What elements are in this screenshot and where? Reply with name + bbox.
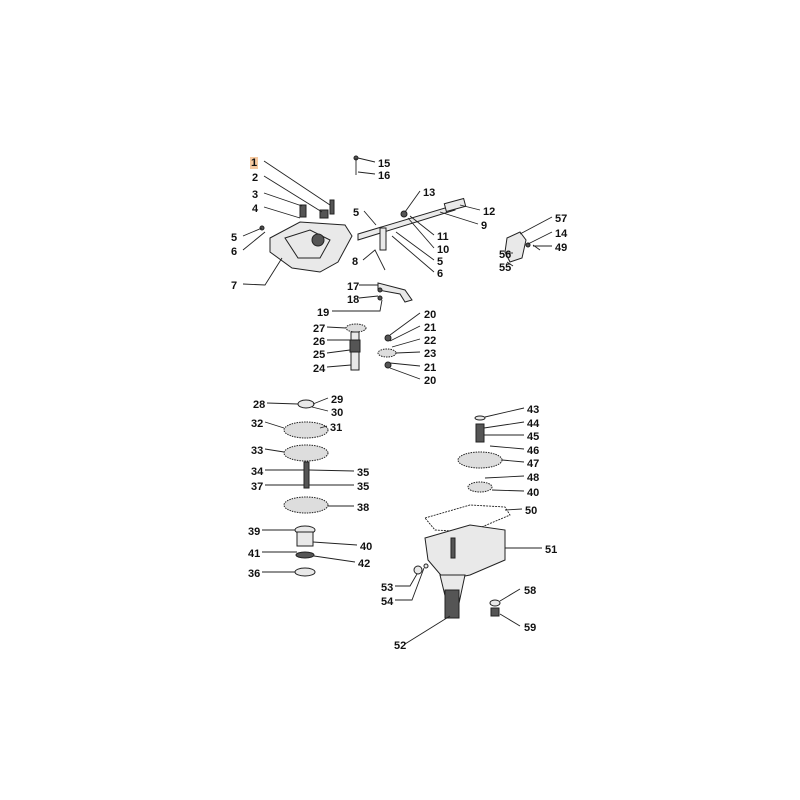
callout-12[interactable]: 12 bbox=[483, 206, 496, 218]
callout-34[interactable]: 34 bbox=[251, 466, 264, 478]
callout-42[interactable]: 42 bbox=[358, 558, 371, 570]
right-gear-stack-part bbox=[457, 415, 503, 493]
callout-52[interactable]: 52 bbox=[394, 640, 407, 652]
callout-43[interactable]: 43 bbox=[527, 404, 540, 416]
callout-40[interactable]: 40 bbox=[360, 541, 373, 553]
callout-21[interactable]: 21 bbox=[424, 322, 437, 334]
callout-44[interactable]: 44 bbox=[527, 418, 540, 430]
callout-13[interactable]: 13 bbox=[423, 187, 436, 199]
callout-45[interactable]: 45 bbox=[527, 431, 540, 443]
shaft-assembly-part bbox=[345, 323, 367, 371]
callout-20[interactable]: 20 bbox=[424, 309, 437, 321]
callout-11[interactable]: 11 bbox=[437, 231, 449, 243]
callout-16[interactable]: 16 bbox=[378, 170, 391, 182]
callout-35[interactable]: 35 bbox=[357, 481, 370, 493]
lower-housing-part bbox=[413, 524, 506, 619]
bearing-stack-part bbox=[294, 525, 316, 577]
callout-24[interactable]: 24 bbox=[313, 363, 326, 375]
callout-48[interactable]: 48 bbox=[527, 472, 540, 484]
callout-28[interactable]: 28 bbox=[253, 399, 266, 411]
callout-23[interactable]: 23 bbox=[424, 348, 437, 360]
callout-49[interactable]: 49 bbox=[555, 242, 568, 254]
callout-31[interactable]: 31 bbox=[330, 422, 343, 434]
callout-56[interactable]: 56 bbox=[499, 249, 512, 261]
callout-4[interactable]: 4 bbox=[252, 203, 259, 215]
shift-rod-part bbox=[353, 155, 467, 251]
housing-cover-part bbox=[259, 199, 353, 273]
callout-5[interactable]: 5 bbox=[231, 232, 238, 244]
callout-17[interactable]: 17 bbox=[347, 281, 360, 293]
gasket-part bbox=[424, 504, 511, 533]
callout-1[interactable]: 1 bbox=[250, 157, 259, 169]
callout-53[interactable]: 53 bbox=[381, 582, 394, 594]
callout-2[interactable]: 2 bbox=[252, 172, 259, 184]
callout-33[interactable]: 33 bbox=[251, 445, 264, 457]
callout-26[interactable]: 26 bbox=[313, 336, 326, 348]
callout-5[interactable]: 5 bbox=[353, 207, 360, 219]
callout-14[interactable]: 14 bbox=[555, 228, 568, 240]
callout-32[interactable]: 32 bbox=[251, 418, 264, 430]
callout-54[interactable]: 54 bbox=[381, 596, 394, 608]
callout-20[interactable]: 20 bbox=[424, 375, 437, 387]
callout-19[interactable]: 19 bbox=[317, 307, 330, 319]
callout-57[interactable]: 57 bbox=[555, 213, 568, 225]
callout-15[interactable]: 15 bbox=[378, 158, 391, 170]
callout-47[interactable]: 47 bbox=[527, 458, 540, 470]
callout-27[interactable]: 27 bbox=[313, 323, 326, 335]
leader-lines bbox=[242, 157, 553, 645]
callout-6[interactable]: 6 bbox=[437, 268, 444, 280]
callout-37[interactable]: 37 bbox=[251, 481, 264, 493]
callout-10[interactable]: 10 bbox=[437, 244, 450, 256]
callout-46[interactable]: 46 bbox=[527, 445, 540, 457]
callout-58[interactable]: 58 bbox=[524, 585, 537, 597]
left-gear-stack-part bbox=[283, 399, 329, 514]
callout-55[interactable]: 55 bbox=[499, 262, 512, 274]
callout-8[interactable]: 8 bbox=[352, 256, 359, 268]
callout-39[interactable]: 39 bbox=[248, 526, 261, 538]
callout-25[interactable]: 25 bbox=[313, 349, 326, 361]
callout-29[interactable]: 29 bbox=[331, 394, 344, 406]
callout-21[interactable]: 21 bbox=[424, 362, 437, 374]
shift-fork-part bbox=[377, 282, 413, 303]
gear-cluster-part bbox=[377, 334, 397, 369]
callout-5[interactable]: 5 bbox=[437, 256, 444, 268]
callout-41[interactable]: 41 bbox=[248, 548, 261, 560]
callout-9[interactable]: 9 bbox=[481, 220, 488, 232]
callout-51[interactable]: 51 bbox=[545, 544, 558, 556]
callout-36[interactable]: 36 bbox=[248, 568, 261, 580]
callout-30[interactable]: 30 bbox=[331, 407, 344, 419]
bracket-part bbox=[504, 231, 541, 263]
callout-38[interactable]: 38 bbox=[357, 502, 370, 514]
callout-40[interactable]: 40 bbox=[527, 487, 540, 499]
callout-3[interactable]: 3 bbox=[252, 189, 259, 201]
callout-6[interactable]: 6 bbox=[231, 246, 238, 258]
callout-50[interactable]: 50 bbox=[525, 505, 538, 517]
callout-59[interactable]: 59 bbox=[524, 622, 537, 634]
callout-22[interactable]: 22 bbox=[424, 335, 437, 347]
callout-35[interactable]: 35 bbox=[357, 467, 370, 479]
callout-7[interactable]: 7 bbox=[231, 280, 238, 292]
callout-18[interactable]: 18 bbox=[347, 294, 360, 306]
